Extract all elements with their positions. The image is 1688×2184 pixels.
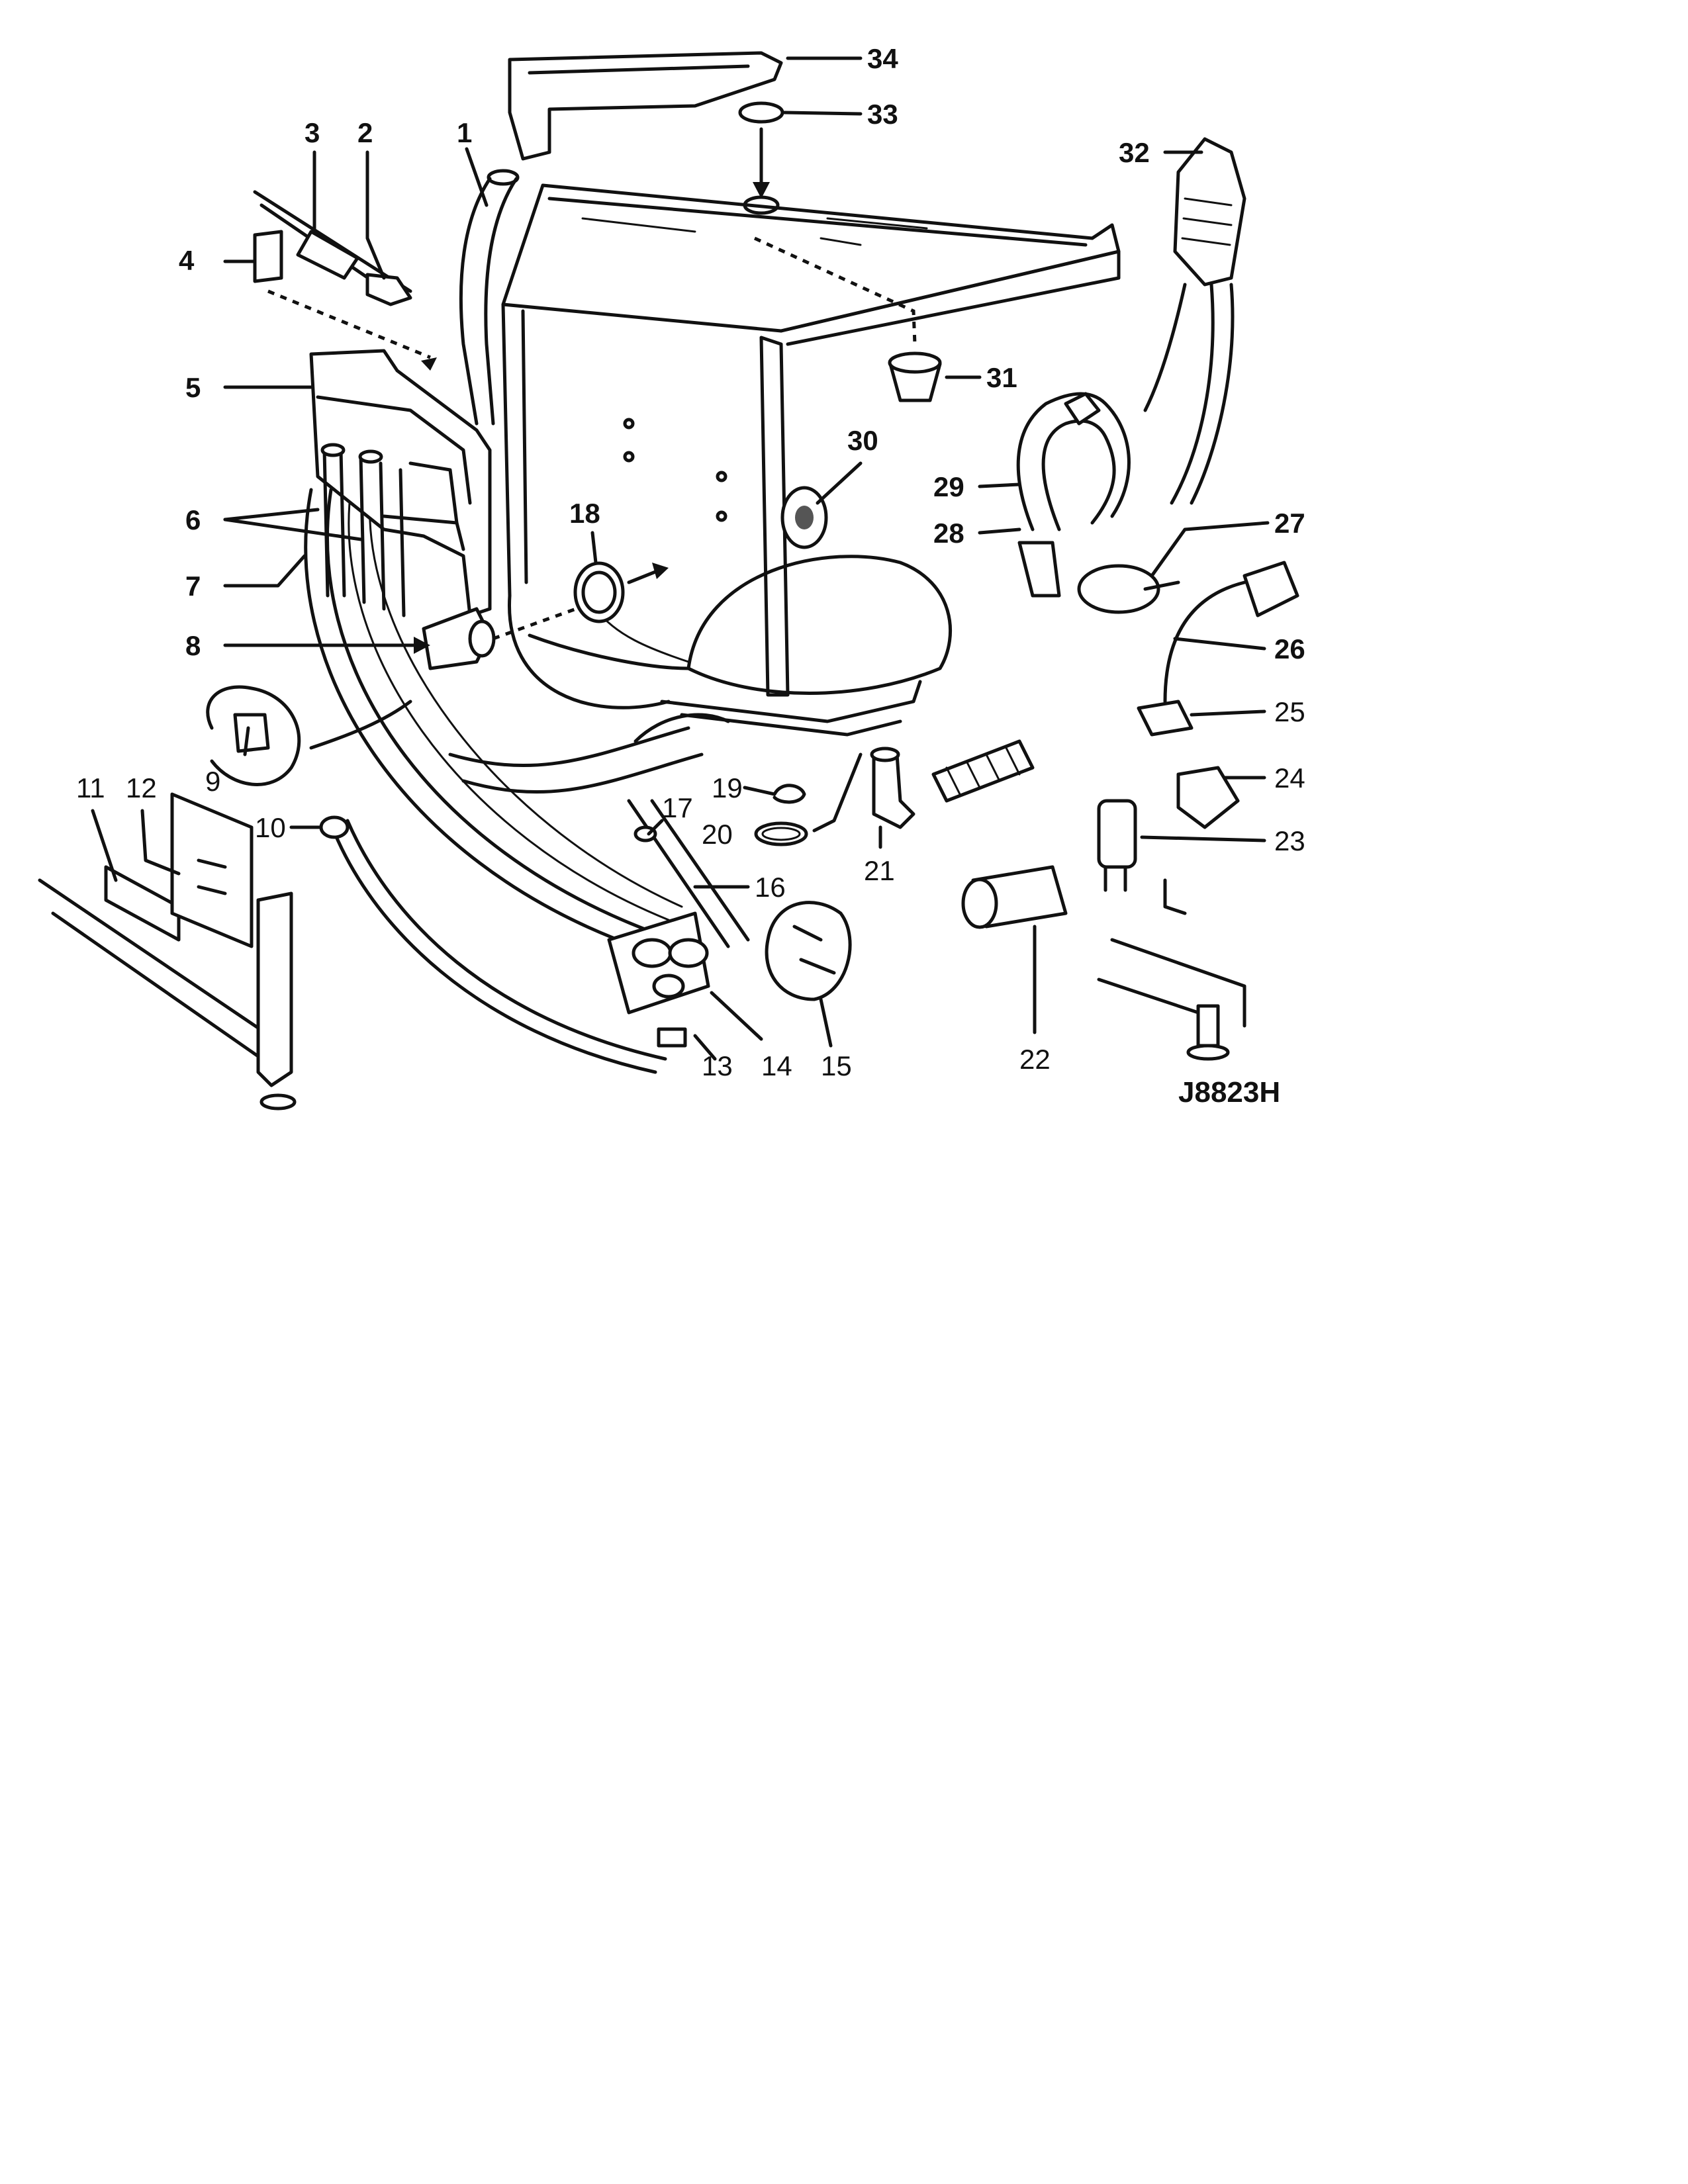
- callout-31: 31: [986, 362, 1017, 393]
- callout-7: 7: [185, 570, 201, 602]
- part-1-tube: [459, 169, 520, 426]
- part-10-inlet-hose: [319, 815, 667, 1074]
- callout-30: 30: [847, 425, 878, 456]
- panel-foot: [259, 1093, 297, 1111]
- part-25-connector: [1137, 700, 1194, 737]
- callout-22: 22: [1019, 1044, 1051, 1075]
- part-29-drain-hose: [1016, 392, 1131, 598]
- part-18-ring: [492, 561, 669, 641]
- part-23-capacitor: [1097, 799, 1137, 892]
- callout-34: 34: [867, 43, 898, 74]
- callout-10: 10: [255, 812, 286, 843]
- callout-32: 32: [1119, 137, 1150, 168]
- callout-labels: 1 2 3 4 5 6 7 8 9 10 11 12 13 14 15 16 1…: [76, 43, 1305, 1081]
- callout-29: 29: [933, 471, 964, 502]
- part-32-trap: [1143, 137, 1246, 505]
- inlet-hoses: [304, 488, 730, 948]
- callout-4: 4: [179, 245, 195, 276]
- part-20-ring: [754, 821, 808, 846]
- part-11-panel: [38, 865, 293, 1087]
- part-31-plug: [753, 236, 942, 402]
- callout-33: 33: [867, 99, 898, 130]
- part-24-bracket: [1176, 766, 1240, 829]
- part-30-seal: [780, 486, 828, 549]
- callout-9: 9: [205, 766, 220, 797]
- part-13-nut: [657, 1027, 687, 1048]
- drawing-code: J8823H: [1178, 1076, 1280, 1109]
- part-9-bulb: [206, 685, 412, 786]
- callout-20: 20: [702, 819, 733, 850]
- callout-27: 27: [1274, 508, 1305, 539]
- callout-17: 17: [662, 792, 693, 823]
- callout-18: 18: [569, 498, 600, 529]
- part-14-valve: [607, 911, 710, 1015]
- part-16-tube: [627, 799, 750, 948]
- corrugated-hose: [931, 739, 1035, 803]
- part-33-ring: [738, 101, 784, 124]
- part-4-connector: [253, 230, 437, 371]
- part-12-bracket: [170, 792, 254, 948]
- base-foot: [1097, 878, 1246, 1061]
- part-2-clip: [365, 273, 412, 306]
- part-21-elbow: [870, 747, 915, 829]
- callout-1: 1: [457, 117, 472, 148]
- callout-6: 6: [185, 504, 201, 535]
- part-27-pressure-switch: [1077, 564, 1180, 614]
- callout-21: 21: [864, 855, 895, 886]
- leader-lines: [91, 56, 1270, 1061]
- callout-3: 3: [305, 117, 320, 148]
- part-34-lid-bar: [508, 51, 783, 161]
- callout-19: 19: [712, 772, 743, 803]
- part-8-elbow: [422, 607, 496, 670]
- callout-2: 2: [357, 117, 373, 148]
- callout-28: 28: [933, 518, 964, 549]
- callout-8: 8: [185, 630, 201, 661]
- callout-26: 26: [1274, 633, 1305, 664]
- callout-16: 16: [755, 872, 786, 903]
- callout-14: 14: [761, 1050, 792, 1081]
- callout-13: 13: [702, 1050, 733, 1081]
- callout-5: 5: [185, 372, 201, 403]
- callout-15: 15: [821, 1050, 852, 1081]
- callout-11: 11: [76, 772, 105, 803]
- callout-12: 12: [126, 772, 157, 803]
- callout-24: 24: [1274, 762, 1305, 794]
- part-26-cable: [1163, 561, 1299, 704]
- part-6-tubes: [320, 443, 406, 617]
- part-22-capacitor: [961, 865, 1068, 929]
- callout-23: 23: [1274, 825, 1305, 856]
- cabinet-body: [501, 183, 1121, 737]
- part-15-knob: [765, 901, 852, 1001]
- callout-25: 25: [1274, 696, 1305, 727]
- part-19-clip: [773, 784, 806, 804]
